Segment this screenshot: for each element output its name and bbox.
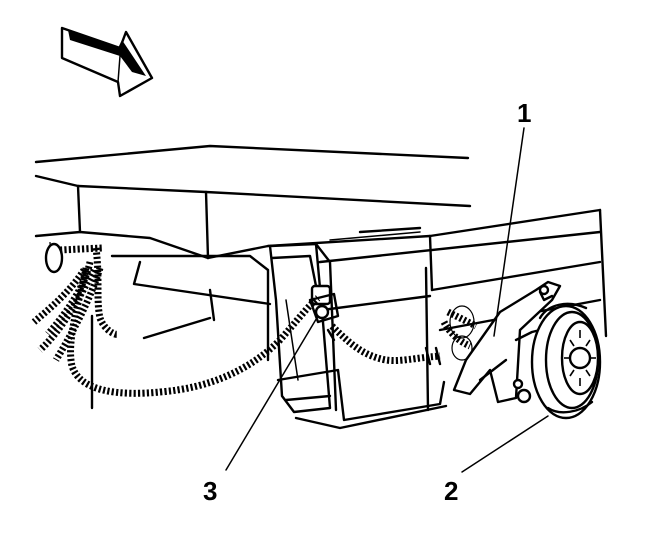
sensor-bracket bbox=[452, 280, 562, 404]
callout-2: 2 bbox=[444, 476, 458, 506]
direction-arrow-icon bbox=[60, 26, 154, 98]
seat-underbody bbox=[34, 144, 472, 260]
module-bracket bbox=[268, 242, 448, 430]
sensor-harness bbox=[329, 305, 478, 366]
wiring-harness bbox=[31, 241, 321, 397]
leader-lines bbox=[225, 127, 549, 473]
sensor-unit bbox=[530, 302, 602, 420]
harness-connector bbox=[308, 284, 340, 324]
callout-1: 1 bbox=[517, 98, 531, 128]
callout-3: 3 bbox=[203, 476, 217, 506]
